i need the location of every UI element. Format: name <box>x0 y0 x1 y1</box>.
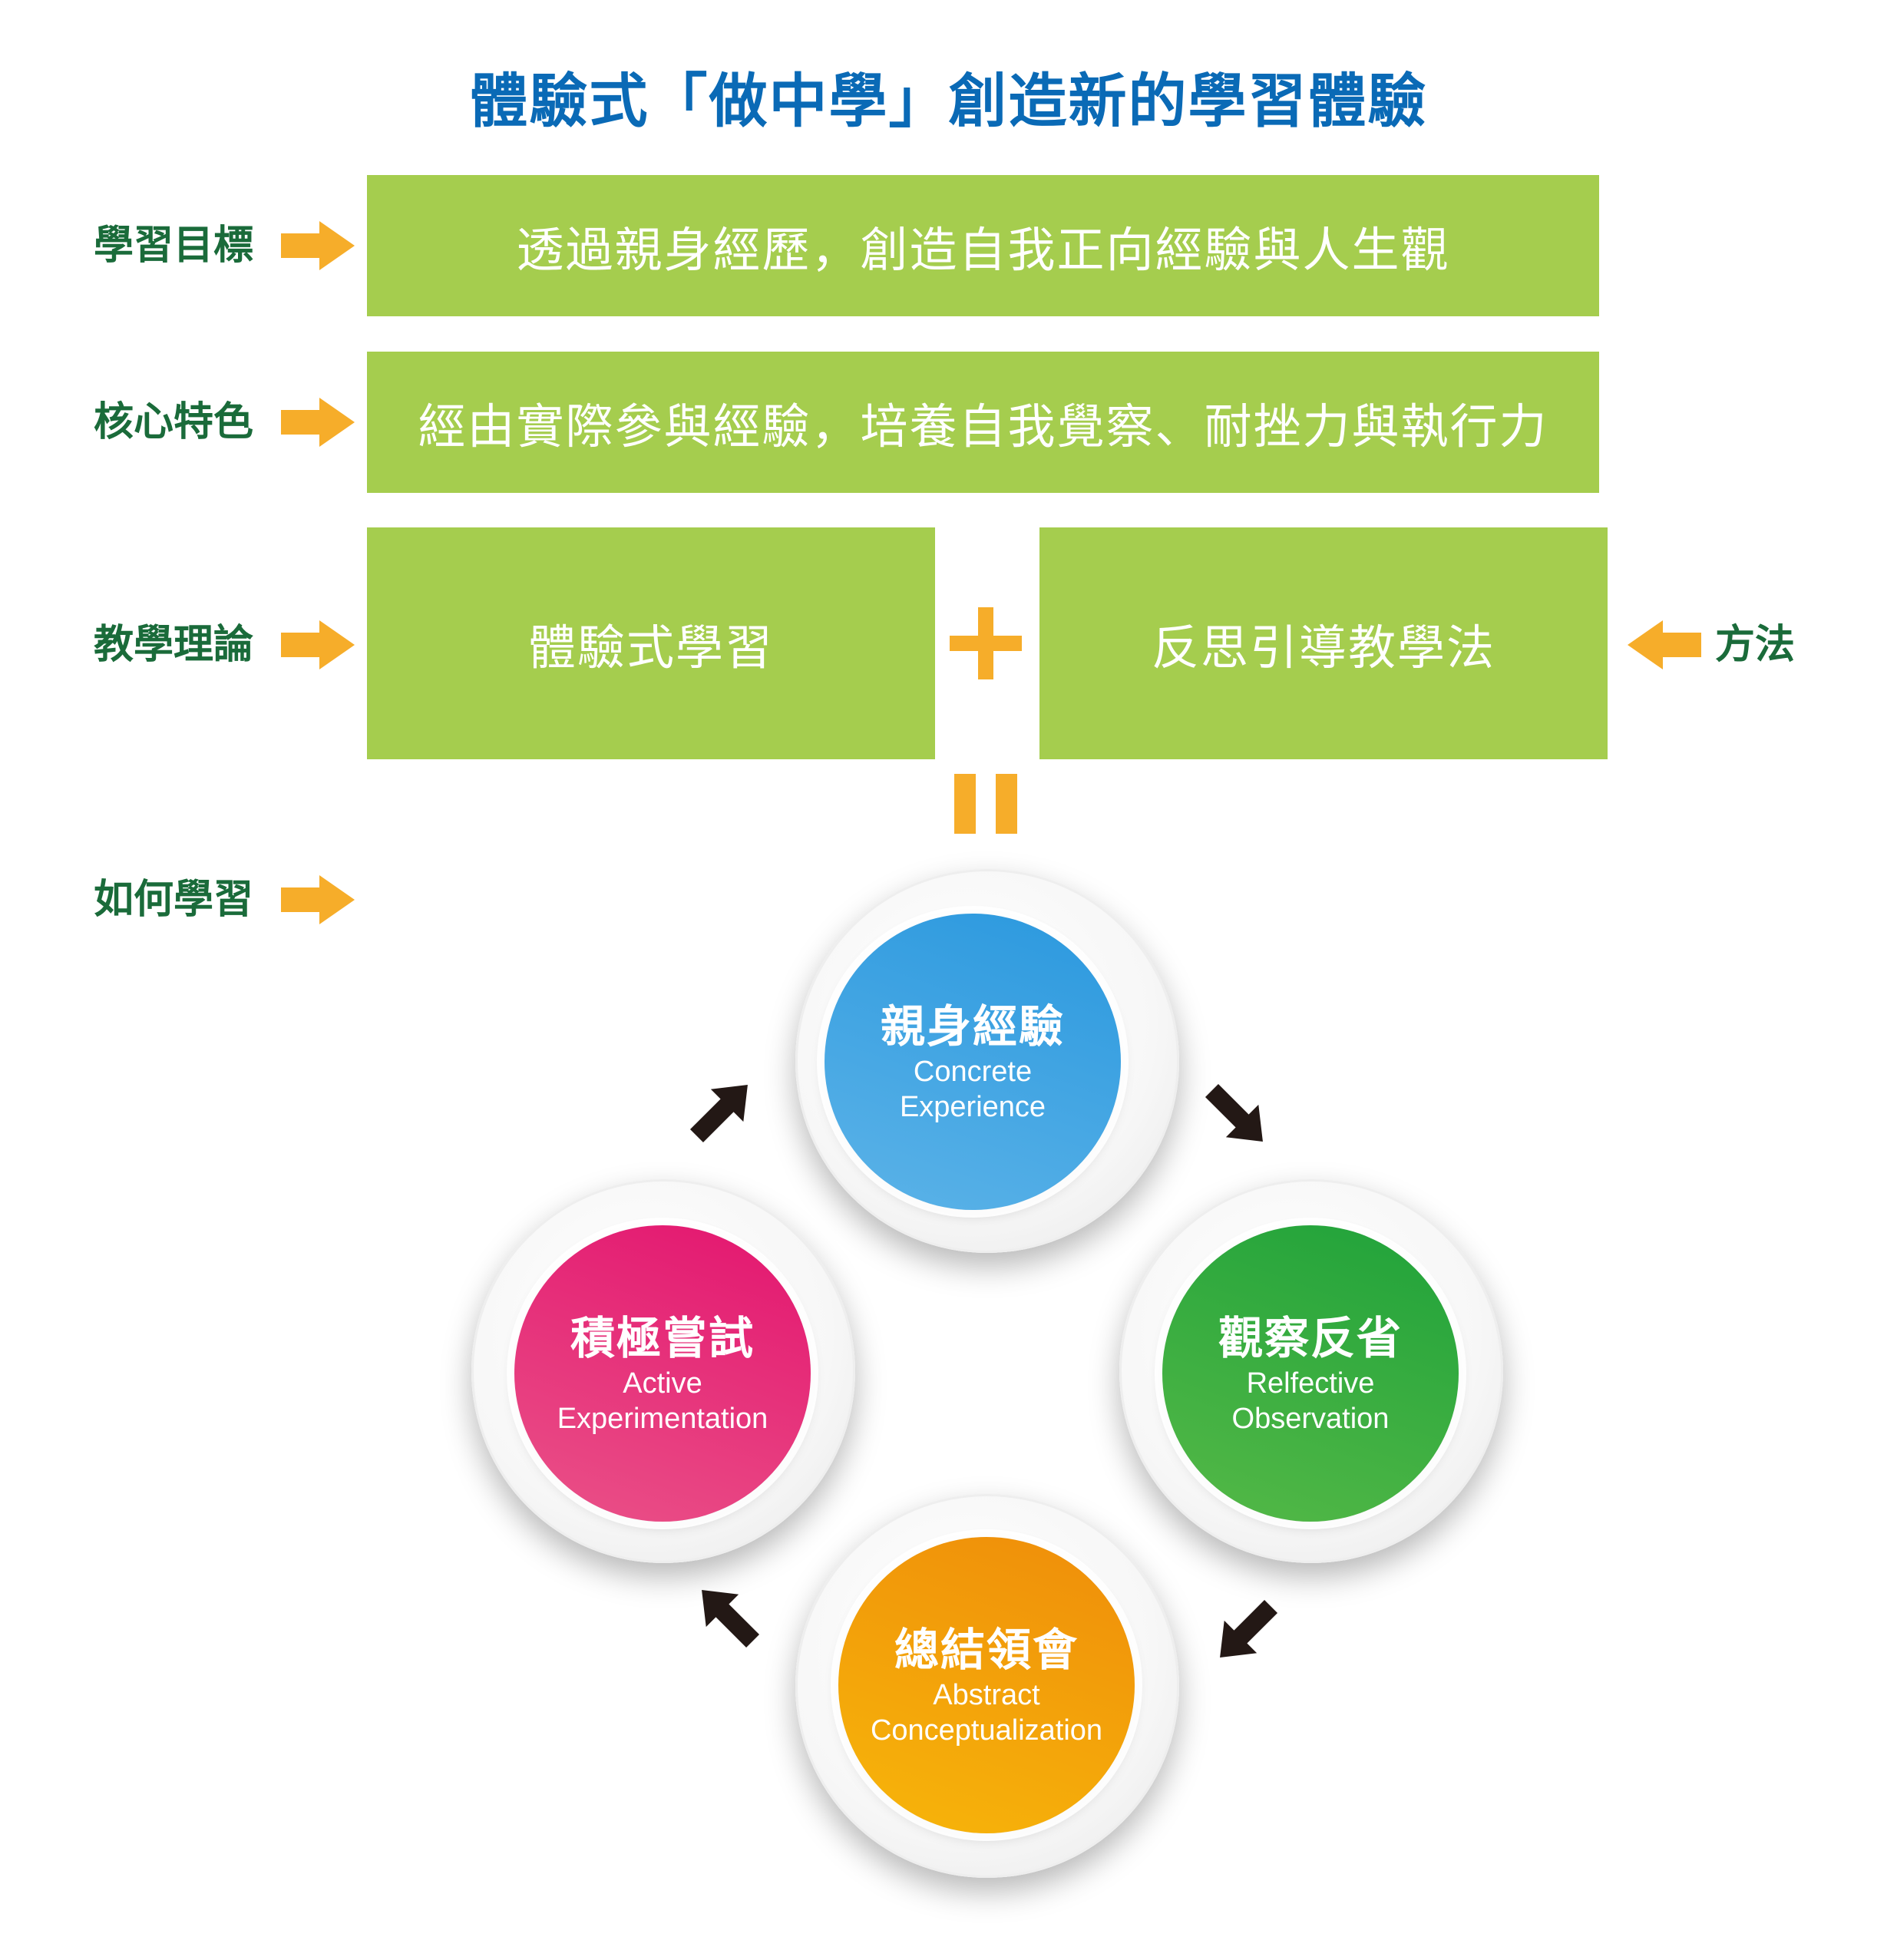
arrow-right-icon <box>281 620 355 669</box>
node-subtitle: Conceptualization <box>870 1714 1103 1747</box>
arrow-right-icon <box>281 221 355 270</box>
theory-left-box: 體驗式學習 <box>367 527 935 759</box>
theory-right-box: 反思引導教學法 <box>1039 527 1608 759</box>
arrow-up-left-icon <box>702 1590 760 1648</box>
how-label: 如何學習 <box>94 877 254 923</box>
page-title: 體驗式「做中學」創造新的學習體驗 <box>469 67 1428 135</box>
arrow-up-right-icon <box>689 1085 748 1143</box>
node-subtitle: Abstract <box>933 1679 1040 1711</box>
core-label: 核心特色 <box>94 399 254 445</box>
arrow-down-right-icon <box>1205 1083 1263 1142</box>
cycle-node-reflective-observation: 觀察反省 Relfective Observation <box>1119 1179 1503 1563</box>
core-box: 經由實際參與經驗，培養自我覺察、耐挫力與執行力 <box>367 352 1599 493</box>
node-subtitle: Experience <box>899 1091 1046 1123</box>
node-core: 親身經驗 Concrete Experience <box>825 914 1121 1210</box>
theory-label: 教學理論 <box>94 622 254 668</box>
node-title: 親身經驗 <box>880 1000 1065 1053</box>
method-label: 方法 <box>1715 622 1796 668</box>
cycle-node-abstract-conceptualization: 總結領會 Abstract Conceptualization <box>795 1494 1179 1878</box>
node-subtitle: Relfective <box>1246 1367 1375 1400</box>
arrow-right-icon <box>281 398 355 447</box>
arrow-down-left-icon <box>1220 1599 1278 1658</box>
node-core: 積極嘗試 Active Experimentation <box>514 1225 811 1522</box>
node-title: 積極嘗試 <box>570 1312 755 1364</box>
goal-label: 學習目標 <box>94 223 254 269</box>
node-title: 觀察反省 <box>1218 1312 1403 1364</box>
plus-icon <box>950 607 1022 679</box>
cycle-node-concrete-experience: 親身經驗 Concrete Experience <box>795 869 1179 1253</box>
node-core: 觀察反省 Relfective Observation <box>1162 1225 1459 1522</box>
node-subtitle: Observation <box>1231 1403 1390 1435</box>
node-core: 總結領會 Abstract Conceptualization <box>838 1537 1135 1833</box>
cycle-node-active-experimentation: 積極嘗試 Active Experimentation <box>471 1179 855 1563</box>
goal-box: 透過親身經歷，創造自我正向經驗與人生觀 <box>367 175 1599 316</box>
node-subtitle: Active <box>623 1367 702 1400</box>
node-subtitle: Concrete <box>913 1056 1033 1088</box>
arrow-right-icon <box>281 875 355 924</box>
equals-icon <box>954 774 1017 834</box>
arrow-left-icon <box>1628 620 1701 669</box>
node-subtitle: Experimentation <box>557 1403 768 1435</box>
node-title: 總結領會 <box>894 1624 1079 1676</box>
